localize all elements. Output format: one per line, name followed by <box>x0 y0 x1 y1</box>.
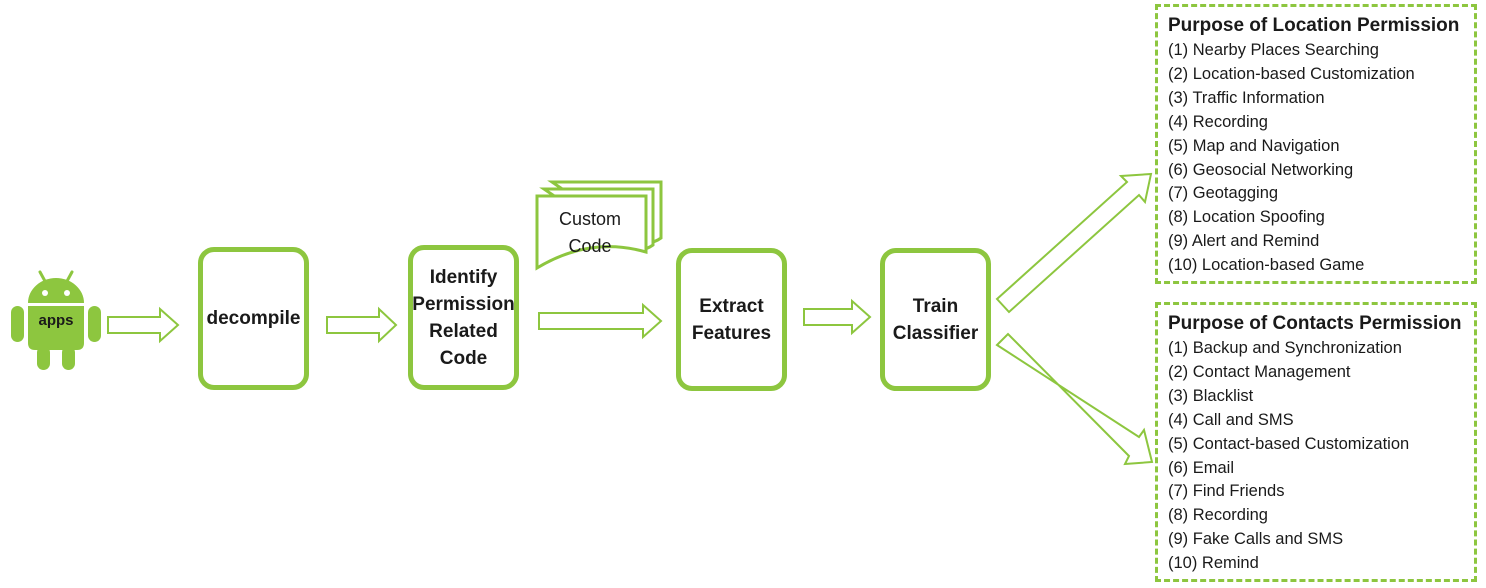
list-item: (9) Alert and Remind <box>1168 232 1320 251</box>
step-train-classifier: Train Classifier <box>880 248 991 391</box>
list-item: (3) Traffic Information <box>1168 88 1325 107</box>
list-item: (6) Email <box>1168 458 1235 477</box>
location-panel-title: Purpose of Location Permission <box>1168 15 1460 36</box>
arrow-extract-to-train <box>803 298 872 336</box>
list-item: (1) Backup and Synchronization <box>1168 339 1402 357</box>
list-item: (1) Nearby Places Searching <box>1168 41 1379 59</box>
arrow-apps-to-decompile <box>107 306 180 344</box>
location-permission-panel: Purpose of Location Permission (1) Nearb… <box>1155 4 1477 284</box>
list-item: (2) Contact Management <box>1168 362 1351 381</box>
step-decompile: decompile <box>198 247 309 390</box>
list-item: (7) Geotagging <box>1168 184 1279 203</box>
list-item: (2) Location-based Customization <box>1168 64 1415 83</box>
list-item: (4) Recording <box>1168 112 1268 131</box>
contacts-purpose-list: (1) Backup and Synchronization (2) Conta… <box>1168 337 1464 576</box>
list-item: (6) Geosocial Networking <box>1168 160 1354 179</box>
apps-label: apps <box>38 312 74 329</box>
step-identify-permission-related-code: Identify Permission Related Code <box>408 245 519 390</box>
list-item: (7) Find Friends <box>1168 482 1285 501</box>
step-identify-label: Identify Permission Related Code <box>412 266 515 369</box>
list-item: (3) Blacklist <box>1168 386 1254 405</box>
arrow-identify-to-extract <box>538 302 663 340</box>
arrow-decompile-to-identify <box>326 306 398 344</box>
list-item: (4) Call and SMS <box>1168 410 1294 429</box>
arrow-train-to-contacts <box>995 332 1154 466</box>
list-item: (10) Remind <box>1168 554 1259 573</box>
step-extract-features: Extract Features <box>676 248 787 391</box>
location-purpose-list: (1) Nearby Places Searching (2) Location… <box>1168 39 1464 278</box>
arrow-train-to-location <box>995 172 1153 314</box>
list-item: (5) Contact-based Customization <box>1168 434 1410 453</box>
custom-code-label: Custom Code <box>558 209 621 256</box>
document-stack-icon <box>535 180 663 271</box>
step-extract-label: Extract Features <box>691 295 772 344</box>
list-item: (10) Location-based Game <box>1168 256 1365 275</box>
step-decompile-label: decompile <box>206 308 301 329</box>
contacts-panel-title: Purpose of Contacts Permission <box>1168 313 1462 334</box>
list-item: (5) Map and Navigation <box>1168 136 1340 155</box>
list-item: (9) Fake Calls and SMS <box>1168 530 1344 549</box>
list-item: (8) Location Spoofing <box>1168 208 1325 227</box>
step-train-label: Train Classifier <box>892 295 979 344</box>
android-robot-icon <box>11 270 101 370</box>
list-item: (8) Recording <box>1168 506 1268 525</box>
contacts-permission-panel: Purpose of Contacts Permission (1) Backu… <box>1155 302 1477 582</box>
